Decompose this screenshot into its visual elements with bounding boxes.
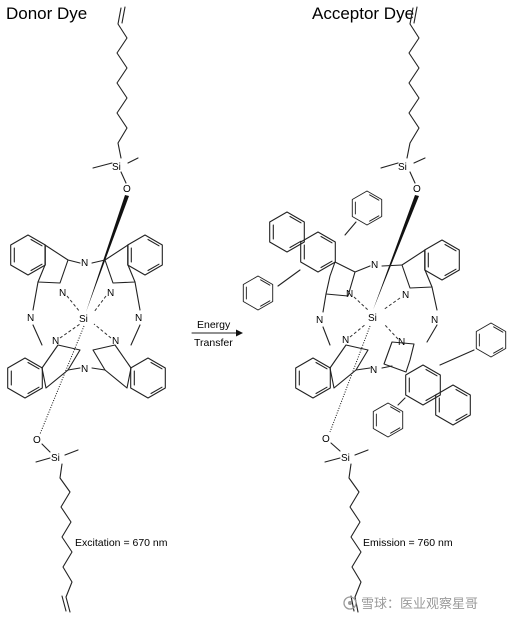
donor-upper-o-atom: O — [123, 184, 131, 195]
donor-upper-alkyl-chain — [116, 7, 128, 159]
donor-pyrrole-n-4: N — [112, 336, 119, 347]
acceptor-lower-si-atom: Si — [341, 453, 350, 464]
acceptor-upper-alkyl-chain — [406, 7, 420, 159]
arrow-head-icon — [236, 329, 243, 337]
acceptor-upper-wedge-bond — [373, 195, 419, 310]
donor-pyrrole-n-1: N — [59, 288, 66, 299]
donor-pyrrole-n-3: N — [52, 336, 59, 347]
donor-pyrrole-n-2: N — [107, 288, 114, 299]
donor-meso-n-right: N — [135, 313, 142, 324]
donor-title: Donor Dye — [6, 4, 87, 23]
donor-lower-hashed-bond — [39, 325, 85, 435]
acceptor-pyrrole-n-4: N — [398, 337, 405, 348]
donor-upper-si-atom: Si — [112, 162, 121, 173]
acceptor-upper-o-atom: O — [413, 184, 421, 195]
acceptor-meso-n-left: N — [316, 315, 323, 326]
donor-center-si-atom: Si — [79, 314, 88, 325]
acceptor-meso-n-top: N — [371, 260, 378, 271]
acceptor-meso-n-right: N — [431, 315, 438, 326]
snowball-logo-icon — [343, 596, 357, 610]
energy-transfer-arrow: Energy Transfer — [191, 319, 243, 349]
donor-upper-wedge-bond — [86, 195, 129, 312]
donor-meso-n-top: N — [81, 258, 88, 269]
donor-lower-si-atom: Si — [51, 453, 60, 464]
donor-meso-n-left: N — [27, 313, 34, 324]
donor-dye-structure: Si O N N N N N N N N — [7, 6, 168, 613]
acceptor-upper-si-atom: Si — [398, 162, 407, 173]
acceptor-emission-label: Emission = 760 nm — [363, 537, 453, 549]
arrow-top-label: Energy — [197, 319, 231, 331]
watermark-text: 雪球：医业观察星哥 — [361, 597, 478, 612]
acceptor-pyrrole-n-2: N — [402, 290, 409, 301]
arrow-bottom-label: Transfer — [194, 337, 233, 349]
acceptor-lower-hashed-bond — [329, 325, 371, 433]
donor-lower-o-atom: O — [33, 435, 41, 446]
donor-excitation-label: Excitation = 670 nm — [75, 537, 168, 549]
donor-lower-alkyl-chain — [59, 463, 73, 613]
watermark: 雪球：医业观察星哥 — [343, 596, 478, 612]
acceptor-pyrrole-n-1: N — [346, 289, 353, 300]
acceptor-lower-o-atom: O — [322, 434, 330, 445]
acceptor-lower-alkyl-chain — [348, 463, 362, 613]
acceptor-dye-structure: Si O N — [242, 6, 507, 613]
acceptor-meso-n-bottom: N — [370, 365, 377, 376]
acceptor-title: Acceptor Dye — [312, 4, 414, 23]
acceptor-center-si-atom: Si — [368, 313, 377, 324]
donor-meso-n-bottom: N — [81, 364, 88, 375]
acceptor-pyrrole-n-3: N — [342, 335, 349, 346]
